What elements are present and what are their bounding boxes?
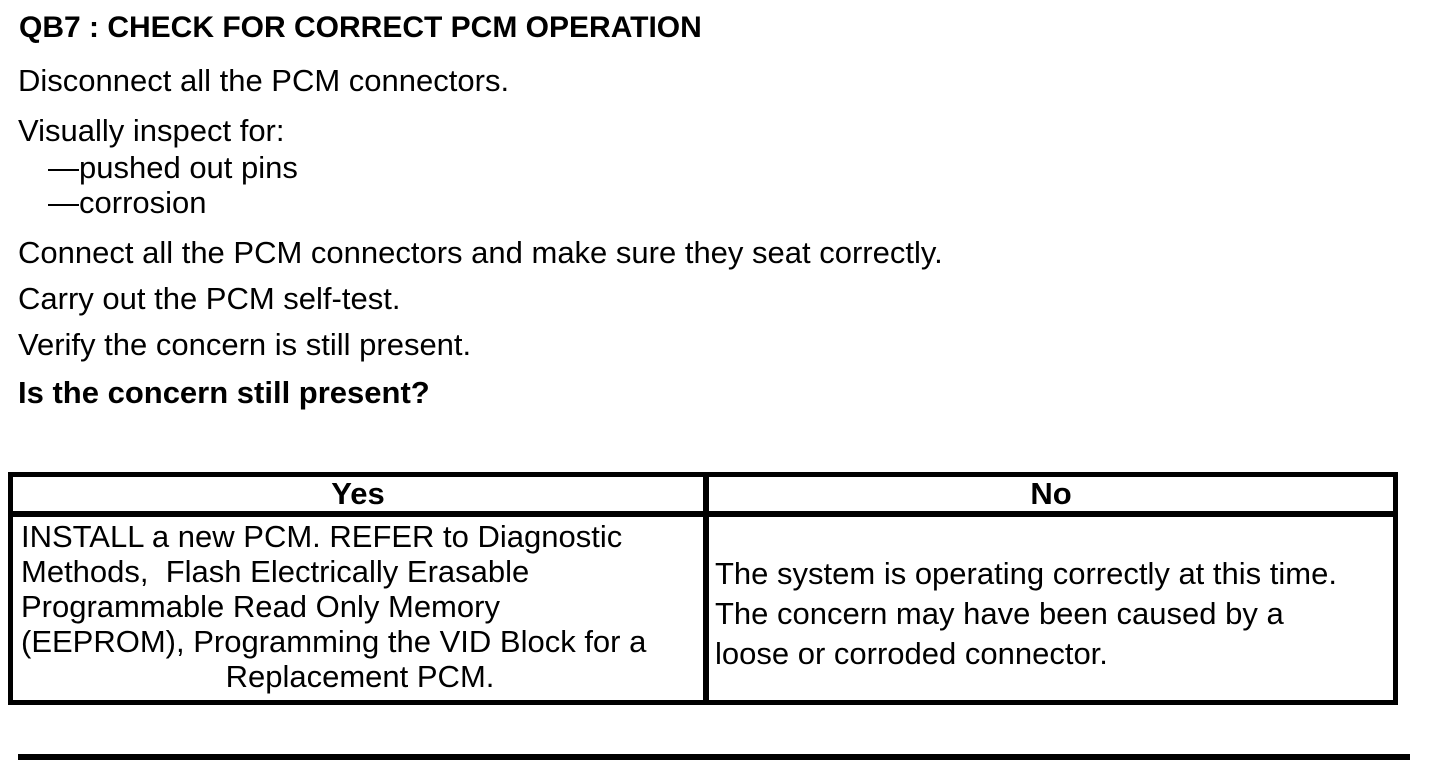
decision-table-body-row: INSTALL a new PCM. REFER to Diagnostic M… <box>13 517 1393 700</box>
decision-table: Yes No INSTALL a new PCM. REFER to Diagn… <box>8 472 1398 705</box>
instruction-line: Verify the concern is still present. <box>18 327 472 362</box>
no-action-text-line: The system is operating correctly at thi… <box>715 556 1337 591</box>
inspection-list-item: —corrosion <box>48 185 207 220</box>
decision-table-header-row: Yes No <box>13 477 1393 517</box>
instruction-line: Disconnect all the PCM connectors. <box>18 63 510 98</box>
yes-action-text-line: Methods, Flash Electrically Erasable <box>21 554 530 589</box>
yes-action-text-line: INSTALL a new PCM. REFER to Diagnostic <box>21 519 623 554</box>
yes-action-cell: INSTALL a new PCM. REFER to Diagnostic M… <box>13 517 709 700</box>
yes-action-text-line: (EEPROM), Programming the VID Block for … <box>21 624 647 659</box>
no-action-text-line: loose or corroded connector. <box>715 636 1108 671</box>
instruction-line: Carry out the PCM self-test. <box>18 281 401 316</box>
section-divider-rule <box>18 754 1410 760</box>
step-title: QB7 : CHECK FOR CORRECT PCM OPERATION <box>19 11 702 44</box>
inspection-list-item: —pushed out pins <box>48 150 298 185</box>
instruction-line: Connect all the PCM connectors and make … <box>18 235 943 270</box>
yes-column-header: Yes <box>13 477 709 517</box>
no-column-header: No <box>709 477 1393 517</box>
instruction-line: Visually inspect for: <box>18 113 285 148</box>
yes-action-text-line: Replacement PCM. <box>225 659 495 694</box>
yes-action-text-line: Programmable Read Only Memory <box>21 589 500 624</box>
decision-question: Is the concern still present? <box>18 375 430 410</box>
no-action-text-line: The concern may have been caused by a <box>715 596 1284 631</box>
no-action-cell: The system is operating correctly at thi… <box>709 517 1393 700</box>
